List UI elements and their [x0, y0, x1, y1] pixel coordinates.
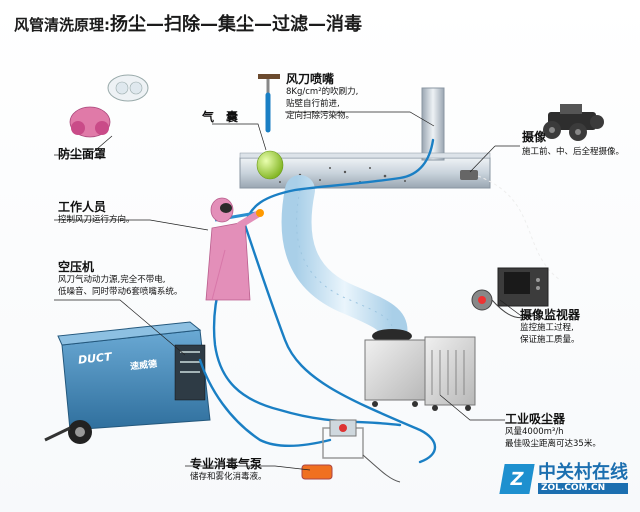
label-worker: 工作人员: [58, 200, 107, 214]
label-camera: 摄像: [522, 130, 547, 144]
flexible-duct: [281, 175, 408, 350]
duct-camera: [460, 170, 478, 180]
camera-cable: [477, 175, 561, 281]
label-worker-desc: 控制风刀运行方向。: [58, 215, 135, 225]
page-title: 风管清洗原理:扬尘—扫除—集尘—过滤—消毒: [14, 10, 362, 36]
label-monitor: 摄像监视器: [520, 308, 581, 322]
zol-logo-icon: Z: [499, 463, 535, 494]
disinfection-pump: [301, 419, 401, 483]
zol-logo-letter: Z: [508, 468, 526, 489]
duct-flange: [239, 152, 491, 159]
label-pump-desc: 储存和雾化消毒液。: [190, 472, 267, 482]
label-monitor-desc: 监控施工过程, 保证施工质量。: [520, 323, 580, 345]
air-compressor: [44, 321, 211, 444]
title-heading: 风管清洗原理:: [14, 16, 110, 34]
air-knife-nozzle: [258, 74, 280, 133]
label-collector-desc: 风量4000m³/h 最佳吸尘距离可达35米。: [505, 427, 601, 449]
label-airbag: 气 囊: [202, 110, 239, 124]
watermark-cn: 中关村在线: [538, 462, 628, 483]
label-compressor-desc: 风刀气动动力源,完全不带电, 低噪音、同时带动6套喷嘴系统。: [58, 275, 183, 297]
watermark: Z 中关村在线 ZOL.COM.CN: [499, 462, 628, 494]
label-collector: 工业吸尘器: [505, 412, 566, 426]
label-camera-desc: 施工前、中、后全程摄像。: [522, 147, 625, 157]
watermark-en: ZOL.COM.CN: [538, 483, 628, 494]
title-steps: 扬尘—扫除—集尘—过滤—消毒: [110, 14, 362, 35]
dust-collector: [364, 336, 476, 411]
label-nozzle: 风刀喷嘴: [286, 72, 335, 86]
flexible-duct-ribs: [296, 189, 393, 336]
label-pump: 专业消毒气泵: [190, 457, 263, 471]
vertical-duct: [421, 87, 445, 161]
airbag-balloon: [256, 150, 284, 180]
label-mask: 防尘面罩: [58, 147, 107, 161]
worker-figure: [205, 197, 264, 301]
camera-crawler: [543, 104, 604, 141]
camera-monitor: [471, 267, 549, 319]
label-nozzle-desc: 8Kg/cm²的吹刷力, 贴壁自行前进, 定向扫除污染物。: [286, 87, 359, 121]
leader-lines: [54, 111, 521, 471]
label-compressor: 空压机: [58, 260, 95, 274]
dust-mask: [69, 74, 149, 138]
